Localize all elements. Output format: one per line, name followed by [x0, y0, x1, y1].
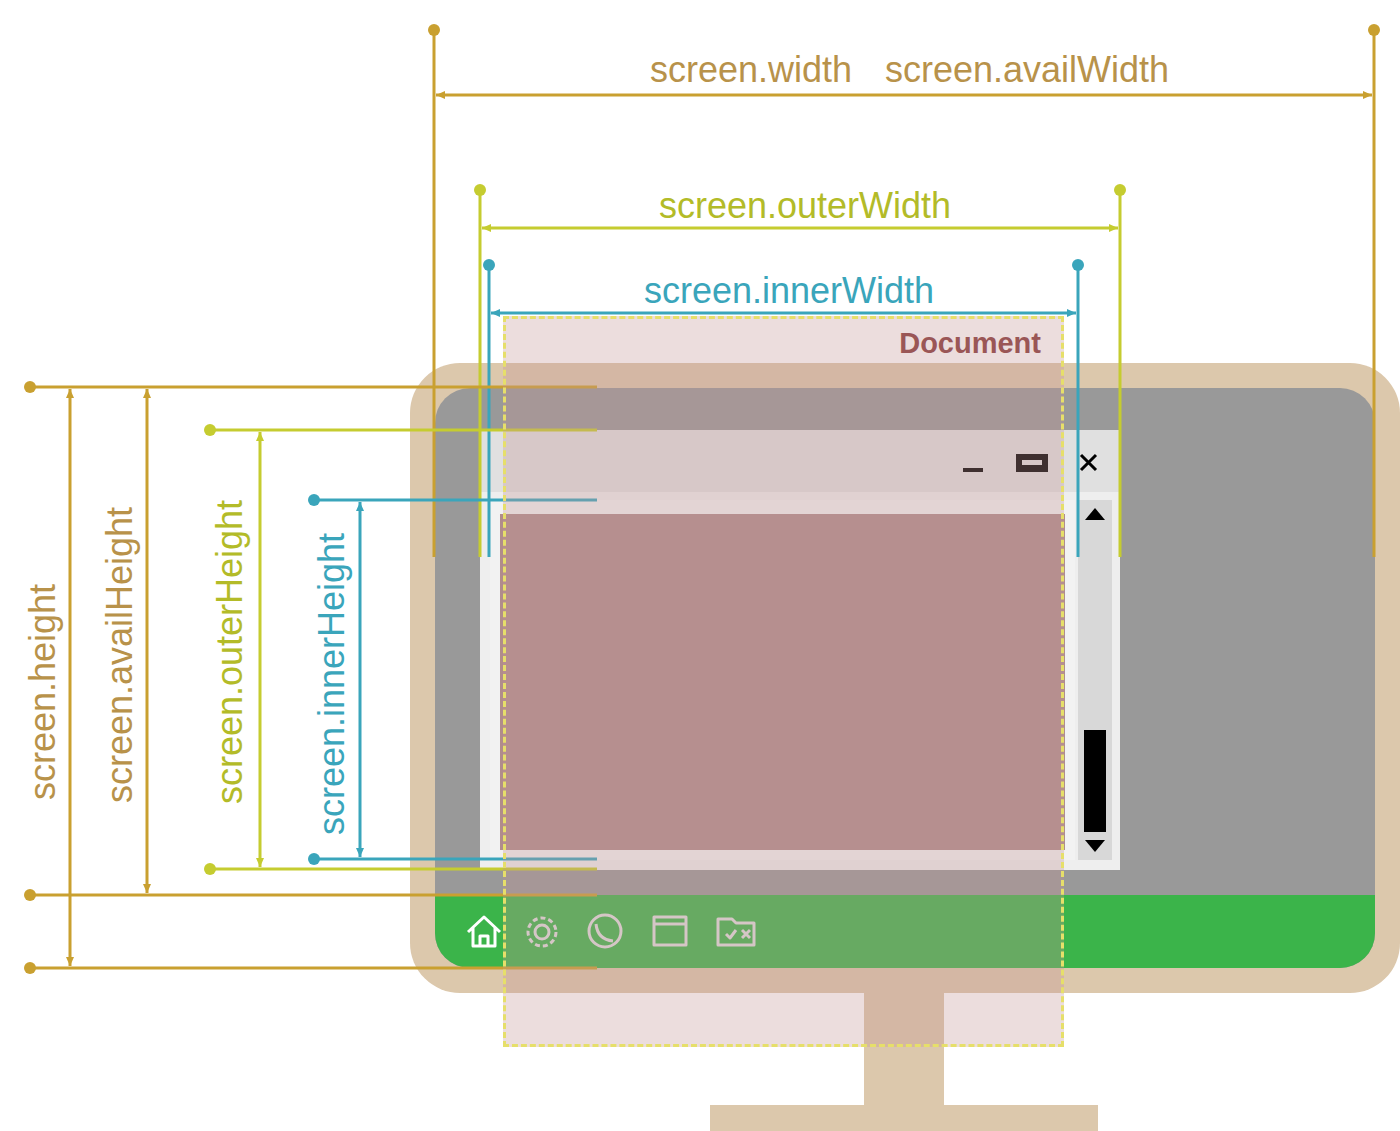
- dimension-label: screen.availHeight: [100, 507, 140, 803]
- dimension-label: screen.width: [650, 50, 852, 90]
- document-area: Document: [503, 316, 1064, 1047]
- dimension-label: screen.availWidth: [885, 50, 1169, 90]
- dimension-label: screen.height: [23, 584, 63, 800]
- dimension-label: screen.innerWidth: [644, 271, 934, 311]
- dimension-label: screen.outerWidth: [659, 186, 951, 226]
- document-label: Document: [899, 327, 1041, 360]
- dimension-label: screen.outerHeight: [210, 500, 250, 804]
- dimension-label: screen.innerHeight: [312, 533, 352, 835]
